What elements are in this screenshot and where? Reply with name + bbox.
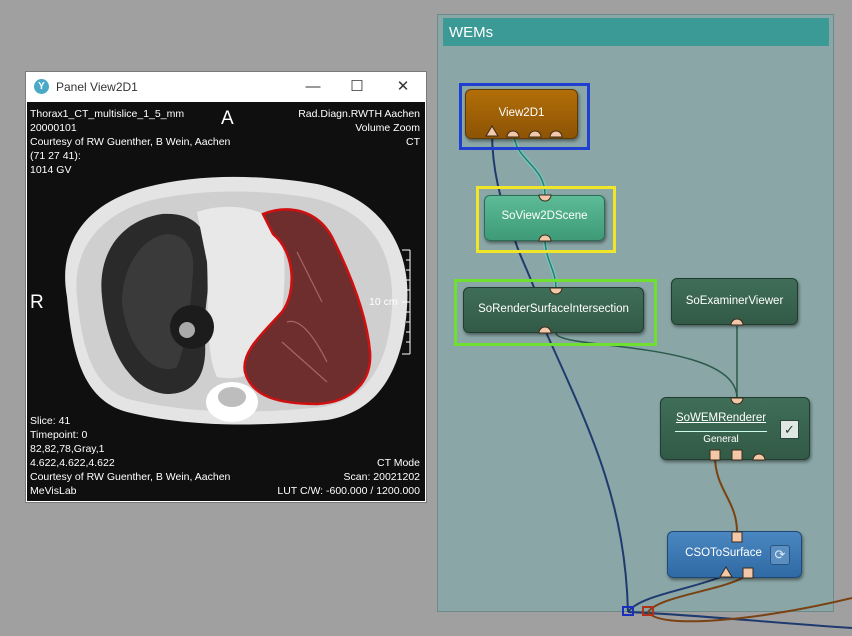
close-button[interactable]: ✕ (391, 75, 415, 99)
view2d-output-connector-3 (550, 131, 562, 137)
render-bottom-connector (539, 327, 551, 333)
cso-output-connector-1 (720, 567, 732, 577)
overlay-bottom-right: CT Mode Scan: 20021202 LUT C/W: -600.000… (277, 456, 420, 498)
cso-output-connector-2 (743, 568, 753, 578)
ct-slice-viewer[interactable]: Thorax1_CT_multislice_1_5_mm 20000101 Co… (27, 102, 425, 501)
wemrenderer-output-connector-1 (710, 450, 720, 460)
panel-view2d1-window: Y Panel View2D1 — ☐ ✕ (25, 71, 427, 503)
maximize-button[interactable]: ☐ (345, 75, 369, 99)
view2d-input-connector (486, 126, 498, 136)
examiner-bottom-connector (731, 319, 743, 325)
window-titlebar[interactable]: Y Panel View2D1 — ☐ ✕ (26, 72, 426, 102)
orientation-right: R (30, 292, 44, 314)
orientation-anterior: A (221, 108, 234, 130)
overlay-top-right: Rad.Diagn.RWTH Aachen Volume Zoom CT (298, 107, 420, 149)
minimize-button[interactable]: — (301, 75, 325, 99)
scene-top-connector (539, 195, 551, 201)
render-top-connector (550, 288, 562, 294)
wemrenderer-top-connector (731, 398, 743, 404)
window-title: Panel View2D1 (56, 80, 138, 94)
overlay-top-left: Thorax1_CT_multislice_1_5_mm 20000101 Co… (30, 107, 230, 177)
scene-bottom-connector (539, 235, 551, 241)
wemrenderer-output-connector-3 (753, 454, 765, 460)
view2d-output-connector-2 (529, 131, 541, 137)
mevislab-icon: Y (34, 79, 49, 94)
scale-label: 10 cm (369, 295, 398, 309)
wemrenderer-output-connector-2 (732, 450, 742, 460)
overlay-bottom-left: Slice: 41 Timepoint: 0 82,82,78,Gray,1 4… (30, 414, 230, 498)
view2d-output-connector-1 (507, 131, 519, 137)
cso-top-connector (732, 532, 742, 542)
